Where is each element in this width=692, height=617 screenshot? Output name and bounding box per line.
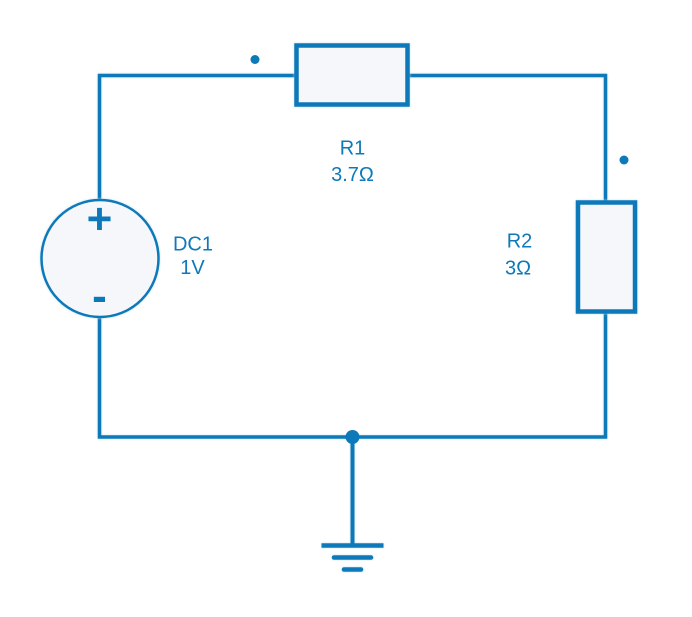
resistor-r1-designator-label: R1	[340, 138, 366, 160]
resistor-r1-value-label: 3.7Ω	[331, 164, 374, 186]
resistor-r1-body[interactable]	[294, 43, 410, 107]
resistor-r2-value-label: 3Ω	[505, 258, 531, 280]
wire-source-to-r1[interactable]	[97, 73, 298, 202]
dc-source-body[interactable]	[40, 198, 160, 319]
components-layer	[40, 43, 638, 572]
junction-dot-ground[interactable]	[345, 430, 360, 444]
wires-layer	[97, 73, 608, 439]
dc-source-value-label: 1V	[180, 257, 205, 279]
dc-source-designator-label: DC1	[173, 234, 213, 256]
dc-source-minus-sign: -	[92, 272, 107, 321]
wire-bottom-return[interactable]	[97, 311, 608, 439]
resistor-r2-designator-label: R2	[507, 231, 533, 253]
node-dot-r1-left[interactable]	[250, 55, 260, 64]
ground-symbol-icon[interactable]	[321, 437, 384, 572]
node-dot-r2-top[interactable]	[619, 155, 629, 165]
resistor-r2-body[interactable]	[575, 200, 638, 314]
wire-r1-to-r2[interactable]	[407, 73, 608, 204]
dc-source-plus-sign: +	[87, 195, 113, 244]
